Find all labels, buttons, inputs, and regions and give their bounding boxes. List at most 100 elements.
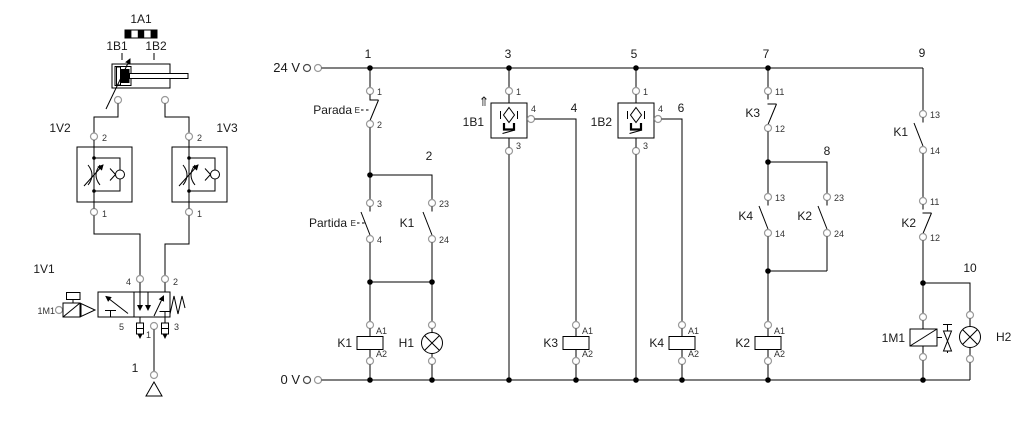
cylinder-label: 1A1 <box>130 12 152 26</box>
piston-rod <box>129 73 189 79</box>
throttle-arrow-icon <box>83 164 104 187</box>
valve-1v1[interactable]: 1V1 4 2 1M1 5 <box>33 262 186 340</box>
wire-branch-8 <box>768 161 828 194</box>
terminal-number: 13 <box>930 110 940 120</box>
wire-branch-6 <box>661 118 683 322</box>
wire-numbers: 1 3 5 7 9 2 4 6 8 10 <box>365 46 977 275</box>
coil-k2-label: K2 <box>735 336 750 350</box>
rail-24v-terminal2 <box>313 63 323 73</box>
sensor-1b1-switch[interactable]: 1 ⇑ 1B1 4 3 <box>463 86 536 156</box>
magnet-icon <box>629 123 643 131</box>
relay-coil-k3[interactable]: A1 K3 A2 <box>543 320 593 366</box>
position-arrow-icon <box>105 58 131 110</box>
wire-8: 8 <box>824 144 831 158</box>
contact-k1-latch-no[interactable]: 23 24 K1 <box>400 198 449 245</box>
terminal-a2: A2 <box>582 349 593 359</box>
terminal-number: 14 <box>775 229 785 239</box>
port-2 <box>184 132 194 141</box>
terminal-number: 23 <box>834 193 844 203</box>
pushbutton-parada-nc[interactable]: 1 2 Parada E <box>313 86 382 130</box>
valve-indicator-icon <box>942 324 953 353</box>
k3-nc-label: K3 <box>745 106 760 120</box>
flow-valve-1v3[interactable]: 1V3 2 1 <box>171 121 238 219</box>
k1-latch-label: K1 <box>400 216 415 230</box>
proximity-diamond-icon <box>502 106 516 124</box>
valve-1v1-label: 1V1 <box>33 262 55 276</box>
terminal-number: 24 <box>439 235 449 245</box>
cylinder-1a1[interactable]: 1A1 1B1 1B2 <box>105 12 189 110</box>
valve-1v2-label: 1V2 <box>49 121 71 135</box>
contact-k2-nc[interactable]: 11 12 K2 <box>901 196 940 243</box>
lamp-h2[interactable]: H2 <box>959 310 1012 364</box>
contact-k4-no[interactable]: 13 14 K4 <box>738 192 785 239</box>
pushbutton-actuator-icon: E <box>351 219 356 228</box>
solenoid-1m1-label: 1M1 <box>37 306 55 316</box>
wire-3: 3 <box>505 47 512 61</box>
k4-no-label: K4 <box>738 209 753 223</box>
flow-valve-1v2[interactable]: 1V2 2 1 <box>49 121 133 219</box>
port-2-number: 2 <box>197 133 202 143</box>
terminal-number: 12 <box>930 233 940 243</box>
terminal-number: 11 <box>775 87 784 97</box>
terminal-a1: A1 <box>376 326 387 336</box>
relay-coil-k1[interactable]: A1 K1 A2 <box>337 320 387 366</box>
air-supply[interactable]: 1 <box>132 329 163 397</box>
port-2 <box>160 274 170 284</box>
valve-solenoid-1m1[interactable]: 1M1 <box>882 312 953 362</box>
terminal-a1: A1 <box>688 326 699 336</box>
terminal-number: 3 <box>643 141 648 151</box>
tube-left <box>93 103 119 133</box>
k2-no-label: K2 <box>797 209 812 223</box>
pneumatic-circuit: 1A1 1B1 1B2 1V2 2 <box>33 12 238 397</box>
terminal-number: 4 <box>658 104 663 114</box>
terminal-a2: A2 <box>376 349 387 359</box>
sensor-1b2-label: 1B2 <box>591 115 613 129</box>
contact-k1-no[interactable]: 13 14 K1 <box>893 109 940 156</box>
coil-box <box>356 336 384 350</box>
terminal-number: 23 <box>439 199 449 209</box>
contact-k3-nc[interactable]: 11 12 K3 <box>745 86 785 134</box>
contact-k2-no[interactable]: 23 24 K2 <box>797 192 844 239</box>
rail-0v-terminal <box>302 375 312 385</box>
lamp-h1[interactable]: H1 <box>399 320 443 366</box>
port-1 <box>184 207 194 217</box>
relay-coil-k4[interactable]: A1 K4 A2 <box>649 320 699 366</box>
coil-box <box>754 336 782 350</box>
port-5-number: 5 <box>119 322 124 332</box>
check-valve-icon <box>115 169 125 180</box>
wire-4: 4 <box>571 101 578 115</box>
compressed-air-source-icon <box>145 380 163 397</box>
port-4-number: 4 <box>126 277 131 287</box>
port-1 <box>149 321 159 331</box>
relay-coil-k2[interactable]: A1 K2 A2 <box>735 320 785 366</box>
supply-line-number: 1 <box>132 361 139 375</box>
throttle-arrow-icon <box>178 164 199 187</box>
port-2-number: 2 <box>173 277 178 287</box>
proximity-diamond-icon <box>629 106 643 124</box>
terminal-number: 3 <box>377 199 382 209</box>
piston-position-arrow-icon: ⇑ <box>479 94 490 109</box>
check-valve-icon <box>210 169 220 180</box>
pilot-triangle-icon <box>80 302 97 318</box>
terminal-number: 24 <box>834 229 844 239</box>
coil-box <box>668 336 696 350</box>
tube-1v2-to-1v1 <box>93 215 141 276</box>
lamp-h2-label: H2 <box>996 330 1012 344</box>
rail-24v[interactable]: 24 V <box>273 60 923 75</box>
rail-0v[interactable]: 0 V <box>280 372 970 387</box>
port-1-number: 1 <box>146 330 151 340</box>
lamp-h1-label: H1 <box>399 336 415 350</box>
pushbutton-partida-no[interactable]: 3 4 Partida E <box>309 198 382 245</box>
solenoid-terminal <box>54 305 64 315</box>
terminal-a2: A2 <box>774 349 785 359</box>
wire-branch-4 <box>534 118 577 322</box>
sensor-1b2-switch[interactable]: 1 1B2 4 3 <box>591 86 663 156</box>
terminal-number: 13 <box>775 193 785 203</box>
rail-24v-terminal <box>302 63 312 73</box>
spring-icon <box>169 295 186 315</box>
wire-2: 2 <box>426 149 433 163</box>
sensor-1b2-label: 1B2 <box>145 39 167 53</box>
wire <box>369 242 433 322</box>
silencer-port3-icon <box>161 322 169 339</box>
